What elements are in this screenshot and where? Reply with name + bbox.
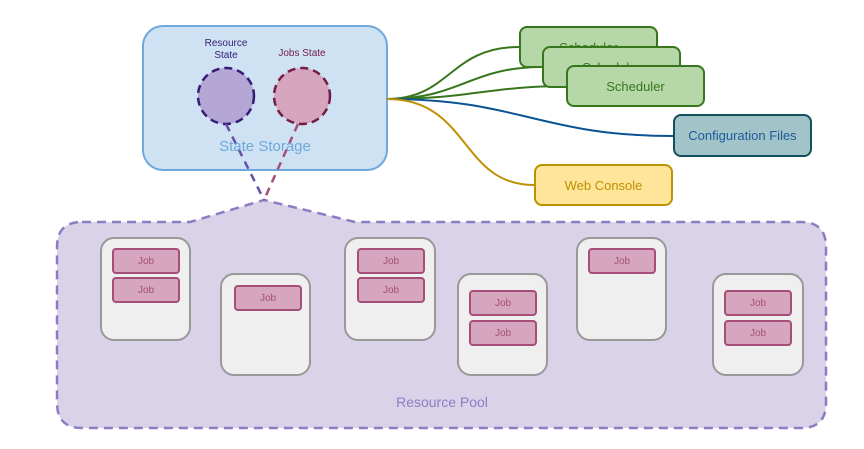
job-box[interactable]: Job [724,320,792,346]
resource-state-link [224,123,266,201]
resource-node-1[interactable]: Job Job [100,237,191,341]
connector-config [386,98,674,137]
resource-node-4[interactable]: Job Job [457,273,548,376]
resource-state-circle [196,66,256,126]
jobs-state-circle [272,66,332,126]
job-box[interactable]: Job [112,248,180,274]
connector-scheduler-1 [386,46,520,100]
resource-pool-label: Resource Pool [396,394,488,410]
resource-node-3[interactable]: Job Job [344,237,436,341]
job-box[interactable]: Job [469,320,537,346]
resource-node-6[interactable]: Job Job [712,273,804,376]
job-box[interactable]: Job [469,290,537,316]
job-box[interactable]: Job [588,248,656,274]
job-box[interactable]: Job [724,290,792,316]
resource-state-label: Resource State [196,38,256,62]
scheduler-label-3: Scheduler [606,78,665,94]
state-storage-label: State Storage [219,138,311,155]
connector-web-console [386,98,535,186]
resource-node-2[interactable]: Job [220,273,311,376]
job-box[interactable]: Job [357,277,425,303]
configuration-files-label: Configuration Files [688,128,797,143]
configuration-files-box[interactable]: Configuration Files [673,114,812,157]
resource-node-5[interactable]: Job [576,237,667,341]
jobs-state-label: Jobs State [278,48,326,59]
job-box[interactable]: Job [112,277,180,303]
job-box[interactable]: Job [234,285,302,311]
job-box[interactable]: Job [357,248,425,274]
resource-state-label-line2: State [214,50,238,61]
web-console-box[interactable]: Web Console [534,164,673,206]
scheduler-box-3[interactable]: Scheduler [566,65,705,107]
connector-scheduler-3 [386,85,567,100]
web-console-label: Web Console [564,177,643,193]
resource-state-label-line1: Resource [204,38,248,49]
